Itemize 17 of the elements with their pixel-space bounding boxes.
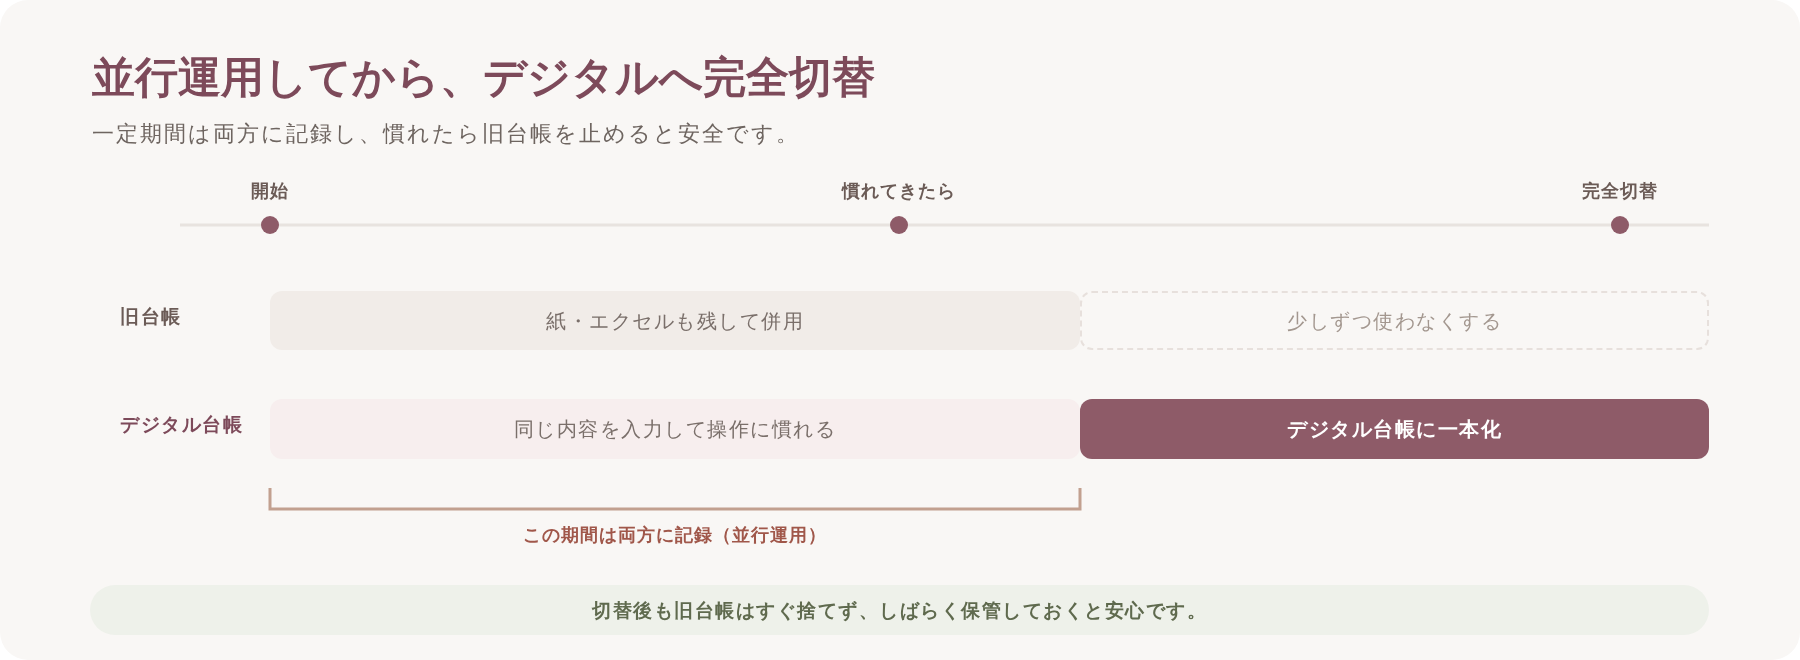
row-label: デジタル台帳 <box>120 411 243 437</box>
milestone-label: 慣れてきたら <box>842 179 956 203</box>
milestone-label: 開始 <box>251 179 289 203</box>
subtitle: 一定期間は両方に記録し、慣れたら旧台帳を止めると安全です。 <box>92 119 800 148</box>
phase-text: 紙・エクセルも残して併用 <box>546 307 804 334</box>
milestone-label: 完全切替 <box>1582 179 1658 203</box>
dashed-phase-box <box>1080 291 1709 350</box>
phase-bar <box>270 399 1080 459</box>
phase-text: 少しずつ使わなくする <box>1287 307 1502 334</box>
phase-text: 同じ内容を入力して操作に慣れる <box>513 416 837 442</box>
phase-text: デジタル台帳に一本化 <box>1287 416 1502 442</box>
phase-bar <box>270 291 1080 350</box>
phase-bar <box>1080 399 1709 459</box>
bracket-label: この期間は両方に記録（並行運用） <box>523 523 827 547</box>
title: 並行運用してから、デジタルへ完全切替 <box>92 52 875 104</box>
row-label: 旧台帳 <box>120 303 182 329</box>
note-text: 切替後も旧台帳はすぐ捨てず、しばらく保管しておくと安心です。 <box>592 597 1207 623</box>
